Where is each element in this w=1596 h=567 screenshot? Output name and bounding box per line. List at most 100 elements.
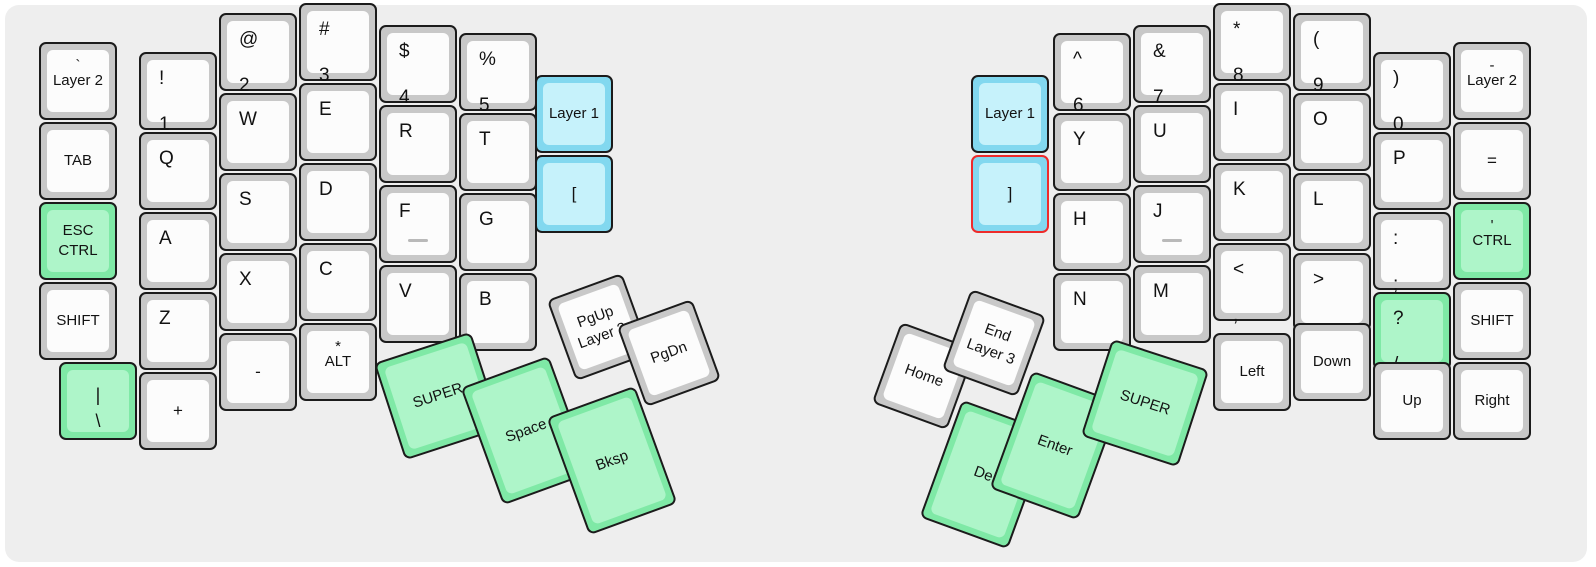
key-u-cap: U	[1141, 113, 1203, 175]
key-6-cap: ^6	[1061, 41, 1123, 115]
key-h[interactable]: H	[1053, 193, 1131, 271]
key-esc-ctrl-label: ESC CTRL	[58, 221, 98, 259]
key-d-cap: D	[307, 171, 369, 233]
key-f-cap: F	[387, 193, 449, 255]
key-y[interactable]: Y	[1053, 113, 1131, 191]
key-0[interactable]: )0	[1373, 52, 1451, 134]
key-k-cap: K	[1221, 171, 1283, 233]
key-comma-label-base: ,	[1233, 305, 1239, 326]
key-esc-ctrl-cap: ESC CTRL	[47, 210, 109, 272]
key-n-label: N	[1073, 289, 1087, 310]
key-2[interactable]: @2	[219, 13, 297, 95]
key-7[interactable]: &7	[1133, 25, 1211, 107]
key-bracket-left[interactable]: [	[535, 155, 613, 233]
key-n-cap: N	[1061, 281, 1123, 343]
key-9-cap: (9	[1301, 21, 1363, 95]
key-minus-left[interactable]: -	[219, 333, 297, 411]
key-down-arrow[interactable]: Down	[1293, 323, 1371, 401]
key-plus[interactable]: +	[139, 372, 217, 450]
key-j[interactable]: J	[1133, 185, 1211, 263]
key-n[interactable]: N	[1053, 273, 1131, 351]
key-right-arrow[interactable]: Right	[1453, 362, 1531, 440]
key-left-arrow-label: Left	[1239, 363, 1265, 381]
key-5[interactable]: %5	[459, 33, 537, 115]
key-tab[interactable]: TAB	[39, 122, 117, 200]
key-period[interactable]: >.	[1293, 253, 1371, 335]
key-f[interactable]: F	[379, 185, 457, 263]
key-g[interactable]: G	[459, 193, 537, 271]
key-z[interactable]: Z	[139, 292, 217, 370]
key-v[interactable]: V	[379, 265, 457, 343]
key-alt-label: ALT	[324, 353, 352, 371]
key-slash-question-label-shifted: ?	[1393, 308, 1404, 329]
key-left-arrow[interactable]: Left	[1213, 333, 1291, 411]
key-7-label-shifted: &	[1153, 41, 1166, 62]
key-w[interactable]: W	[219, 93, 297, 171]
key-up-arrow[interactable]: Up	[1373, 362, 1451, 440]
key-z-label: Z	[159, 308, 171, 329]
key-super-right-cap: SUPER	[1090, 348, 1200, 458]
key-shift-right-cap: SHIFT	[1461, 290, 1523, 352]
key-a[interactable]: A	[139, 212, 217, 290]
key-w-label: W	[239, 109, 257, 130]
key-c[interactable]: C	[299, 243, 377, 321]
key-5-label-shifted: %	[479, 49, 496, 70]
key-r[interactable]: R	[379, 105, 457, 183]
key-3-cap: #3	[307, 11, 369, 85]
key-layer1-right[interactable]: Layer 1	[971, 75, 1049, 153]
key-period-label-shifted: >	[1313, 269, 1325, 290]
key-i[interactable]: I	[1213, 83, 1291, 161]
key-k[interactable]: K	[1213, 163, 1291, 241]
key-bracket-right[interactable]: ]	[971, 155, 1049, 233]
key-m[interactable]: M	[1133, 265, 1211, 343]
key-comma-cap: <,	[1221, 251, 1283, 325]
key-6-label-base: 6	[1073, 95, 1084, 116]
key-comma[interactable]: <,	[1213, 243, 1291, 325]
key-x[interactable]: X	[219, 253, 297, 331]
key-equals[interactable]: =	[1453, 122, 1531, 200]
key-grave-layer2-label: Layer 2	[52, 72, 104, 90]
key-e[interactable]: E	[299, 83, 377, 161]
key-0-label-base: 0	[1393, 114, 1404, 135]
key-9-label-base: 9	[1313, 75, 1324, 96]
key-esc-ctrl[interactable]: ESC CTRL	[39, 202, 117, 280]
key-j-homing-bump-icon	[1162, 239, 1182, 242]
key-semicolon[interactable]: :;	[1373, 212, 1451, 294]
key-layer1-left[interactable]: Layer 1	[535, 75, 613, 153]
key-minus-left-label: -	[255, 362, 261, 382]
key-u[interactable]: U	[1133, 105, 1211, 183]
key-9[interactable]: (9	[1293, 13, 1371, 95]
key-3-label-shifted: #	[319, 19, 330, 40]
key-3[interactable]: #3	[299, 3, 377, 85]
key-o[interactable]: O	[1293, 93, 1371, 171]
key-w-cap: W	[227, 101, 289, 163]
key-shift-left[interactable]: SHIFT	[39, 282, 117, 360]
key-2-label-base: 2	[239, 75, 250, 96]
key-y-label: Y	[1073, 129, 1086, 150]
key-minus-layer2[interactable]: -Layer 2	[1453, 42, 1531, 120]
key-quote-ctrl[interactable]: 'CTRL	[1453, 202, 1531, 280]
key-s[interactable]: S	[219, 173, 297, 251]
key-b[interactable]: B	[459, 273, 537, 351]
key-layer1-right-cap: Layer 1	[979, 83, 1041, 145]
key-up-arrow-label: Up	[1402, 392, 1422, 410]
key-pipe-backslash-cap: |\	[67, 370, 129, 432]
key-p-label: P	[1393, 148, 1406, 169]
key-v-label: V	[399, 281, 412, 302]
key-grave-layer2[interactable]: `Layer 2	[39, 42, 117, 120]
key-l[interactable]: L	[1293, 173, 1371, 251]
key-4[interactable]: $4	[379, 25, 457, 107]
key-shift-right[interactable]: SHIFT	[1453, 282, 1531, 360]
key-6[interactable]: ^6	[1053, 33, 1131, 115]
key-left-arrow-cap: Left	[1221, 341, 1283, 403]
key-slash-question[interactable]: ?/	[1373, 292, 1451, 374]
key-alt[interactable]: *ALT	[299, 323, 377, 401]
key-d[interactable]: D	[299, 163, 377, 241]
key-8[interactable]: *8	[1213, 3, 1291, 85]
key-p[interactable]: P	[1373, 132, 1451, 210]
key-q[interactable]: Q	[139, 132, 217, 210]
key-1-label-shifted: !	[159, 68, 165, 89]
key-1[interactable]: !1	[139, 52, 217, 134]
key-pipe-backslash[interactable]: |\	[59, 362, 137, 440]
key-t[interactable]: T	[459, 113, 537, 191]
